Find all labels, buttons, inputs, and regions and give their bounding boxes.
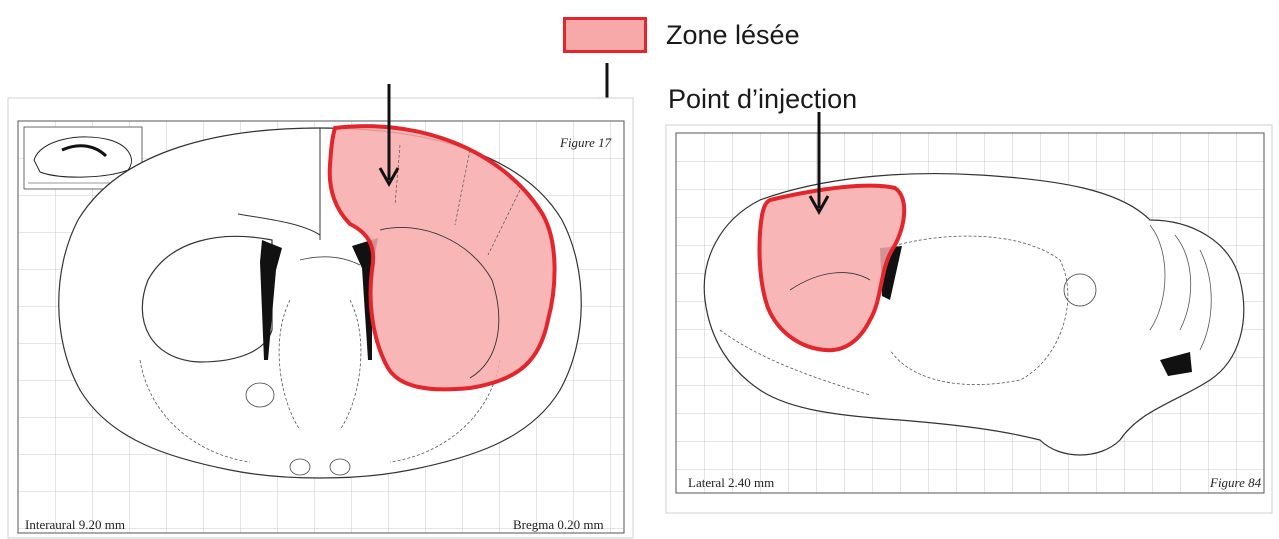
coronal-section-panel bbox=[8, 84, 633, 538]
coronal-interaural-label: Interaural 9.20 mm bbox=[25, 517, 125, 533]
sagittal-figure-label: Figure 84 bbox=[1210, 475, 1261, 491]
coronal-figure-label: Figure 17 bbox=[560, 135, 611, 151]
coronal-bregma-label: Bregma 0.20 mm bbox=[513, 517, 604, 533]
sagittal-lateral-label: Lateral 2.40 mm bbox=[688, 475, 774, 491]
sagittal-section-panel bbox=[666, 112, 1272, 513]
